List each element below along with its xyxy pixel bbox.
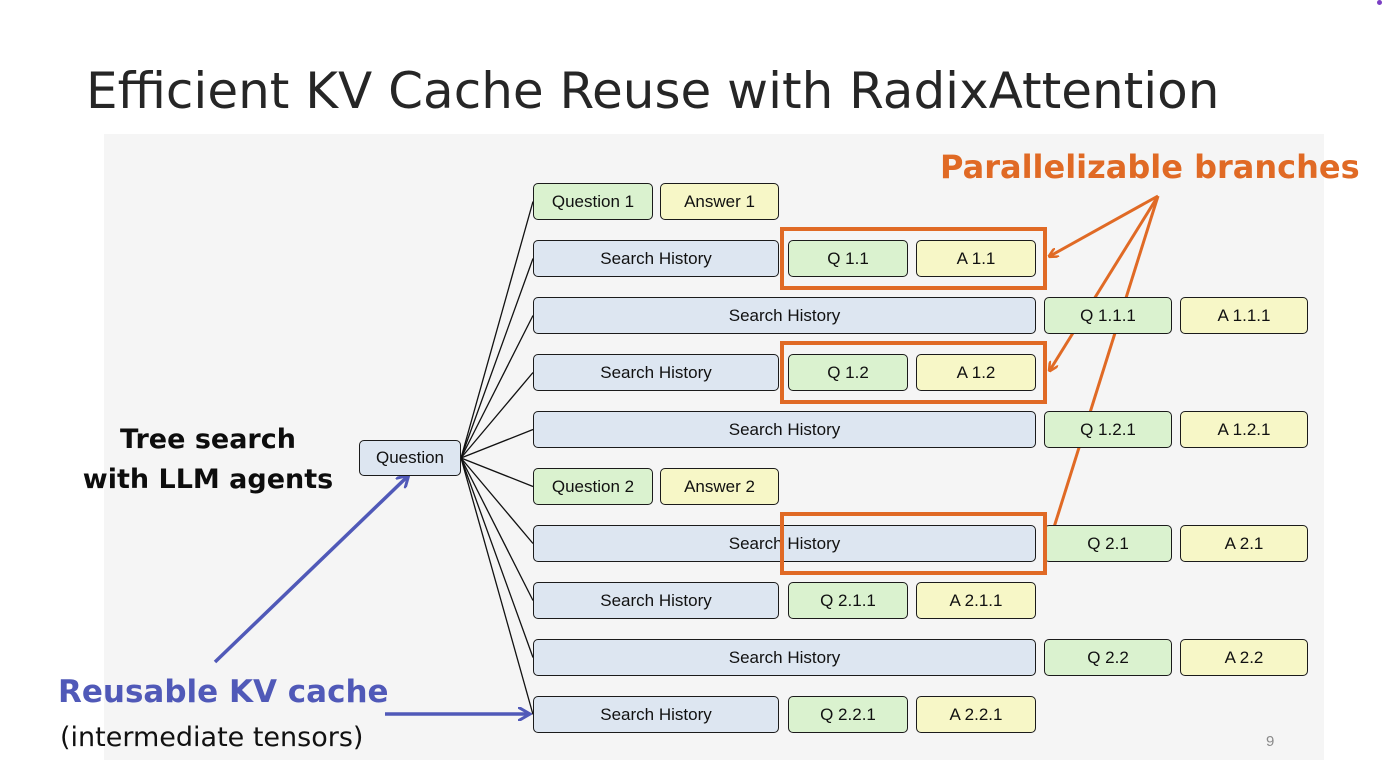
search-history-box: Search History — [533, 582, 779, 619]
par-arrow-2 — [1050, 195, 1160, 370]
tree-edge — [460, 457, 534, 544]
answer-box: A 2.1 — [1180, 525, 1308, 562]
root-question-box: Question — [359, 440, 461, 476]
slide-title: Efficient KV Cache Reuse with RadixAtten… — [86, 62, 1220, 120]
search-history-box: Search History — [533, 639, 1036, 676]
highlight-q11-a11 — [780, 227, 1047, 290]
tree-edge — [460, 457, 534, 601]
answer-box: A 1.2.1 — [1180, 411, 1308, 448]
answer-box: A 1.1 — [916, 240, 1036, 277]
answer-box: A 2.1.1 — [916, 582, 1036, 619]
tree-search-label-line1: Tree search — [120, 424, 296, 455]
query-box: Q 2.2 — [1044, 639, 1172, 676]
tree-edge — [460, 315, 534, 459]
query-box: Q 1.1 — [788, 240, 908, 277]
search-history-box: Search History — [533, 297, 1036, 334]
tree-search-label-line2: with LLM agents — [82, 464, 334, 495]
search-history-box: Search History — [533, 411, 1036, 448]
question-box: Question 2 — [533, 468, 653, 505]
question-box: Question 1 — [533, 183, 653, 220]
parallelizable-label: Parallelizable branches — [940, 148, 1360, 186]
tree-edge — [460, 457, 534, 658]
answer-box: A 2.2.1 — [916, 696, 1036, 733]
query-box: Q 2.2.1 — [788, 696, 908, 733]
highlight-q12-a12 — [780, 341, 1047, 404]
answer-box: A 1.2 — [916, 354, 1036, 391]
tree-search-label: Tree search with LLM agents — [60, 420, 356, 500]
tree-edge — [460, 372, 534, 459]
query-box: Q 2.1.1 — [788, 582, 908, 619]
query-box: Q 1.2.1 — [1044, 411, 1172, 448]
reuse-arrow-up — [213, 476, 408, 664]
search-history-box: Search History — [533, 354, 779, 391]
search-history-box: Search History — [533, 525, 1036, 562]
search-history-box: Search History — [533, 696, 779, 733]
query-box: Q 1.1.1 — [1044, 297, 1172, 334]
answer-box: A 2.2 — [1180, 639, 1308, 676]
par-arrow-3 — [1050, 195, 1160, 540]
tree-edge — [460, 457, 534, 715]
answer-box: A 1.1.1 — [1180, 297, 1308, 334]
query-box: Q 2.1 — [1044, 525, 1172, 562]
highlight-q21-a21 — [780, 512, 1047, 575]
page-number: 9 — [1266, 733, 1275, 750]
tree-edge — [460, 258, 534, 459]
tree-edge — [460, 457, 534, 488]
answer-box: Answer 2 — [660, 468, 779, 505]
tree-edge — [460, 201, 534, 459]
query-box: Q 1.2 — [788, 354, 908, 391]
par-arrow-1 — [1050, 194, 1159, 256]
corner-dot — [1377, 0, 1382, 5]
search-history-box: Search History — [533, 240, 779, 277]
answer-box: Answer 1 — [660, 183, 779, 220]
tree-edge — [460, 428, 534, 459]
reusable-kv-label: Reusable KV cache — [58, 674, 389, 710]
reusable-kv-sublabel: (intermediate tensors) — [60, 722, 364, 753]
